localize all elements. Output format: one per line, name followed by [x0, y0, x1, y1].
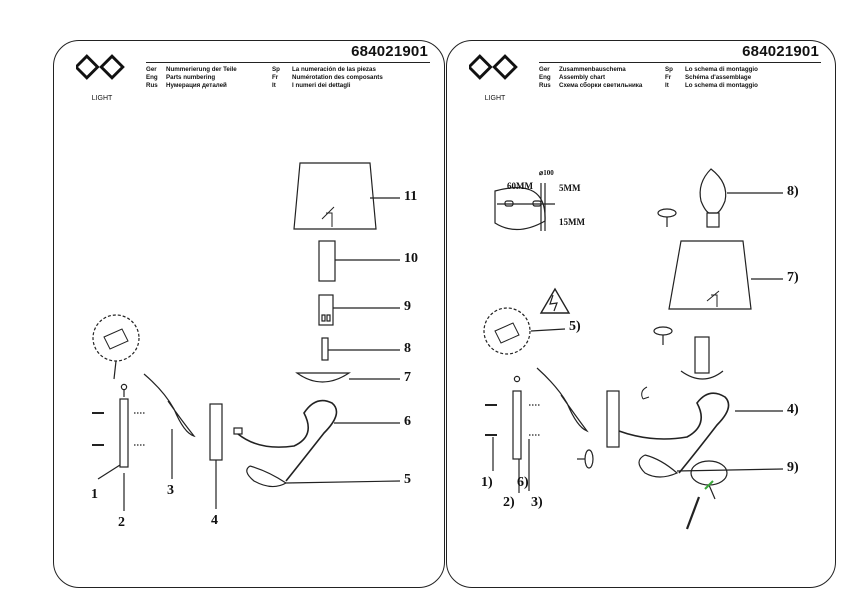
dim-5mm: 5MM	[559, 183, 581, 193]
label-5: 5	[404, 472, 411, 487]
part-shade	[293, 162, 377, 230]
bulb	[699, 168, 727, 214]
dim-15mm: 15MM	[559, 217, 585, 227]
label-8: 8	[404, 341, 411, 356]
step-6: 6)	[517, 475, 529, 490]
label-3: 3	[167, 483, 174, 498]
label-6: 6	[404, 414, 411, 429]
part-socket	[318, 294, 334, 326]
label-4: 4	[211, 513, 218, 528]
product-code: 684021901	[742, 43, 819, 60]
plate-detail	[494, 187, 546, 231]
part-cup	[295, 372, 351, 383]
label-9: 9	[404, 299, 411, 314]
label-10: 10	[404, 251, 418, 266]
label-7: 7	[404, 370, 411, 385]
parts-drawing	[92, 162, 401, 511]
label-1: 1	[91, 487, 98, 502]
step-5: 5)	[569, 319, 581, 334]
step-9: 9)	[787, 460, 799, 475]
step-1: 1)	[481, 475, 493, 490]
header-rule	[539, 62, 821, 63]
part-backplate	[209, 403, 223, 461]
brand-logo: LIGHT	[466, 51, 521, 102]
infinity-logo-icon	[466, 54, 518, 80]
brand-text: LIGHT	[484, 95, 506, 102]
brand-logo: LIGHT	[73, 51, 128, 102]
brand-text: LIGHT	[91, 95, 113, 102]
dim-60mm: 60MM	[507, 181, 533, 191]
shade	[668, 240, 752, 310]
step-3: 3)	[531, 495, 543, 510]
infinity-logo-icon	[73, 54, 125, 80]
step-8: 8)	[787, 184, 799, 199]
arm	[618, 392, 730, 474]
part-bracket	[119, 398, 129, 468]
product-code: 684021901	[351, 43, 428, 60]
step-2: 2)	[503, 495, 515, 510]
label-11: 11	[404, 189, 418, 204]
warning-triangle	[539, 287, 571, 314]
part-tube	[318, 240, 336, 282]
step-7: 7)	[787, 270, 799, 285]
step-4: 4)	[787, 402, 799, 417]
part-nipple	[321, 337, 329, 361]
part-cord	[246, 465, 401, 488]
part-arm	[237, 399, 338, 482]
header-rule	[146, 62, 430, 63]
dim-diameter: ⌀100	[539, 169, 554, 177]
label-2: 2	[118, 515, 125, 530]
assembly-drawing	[483, 168, 784, 530]
